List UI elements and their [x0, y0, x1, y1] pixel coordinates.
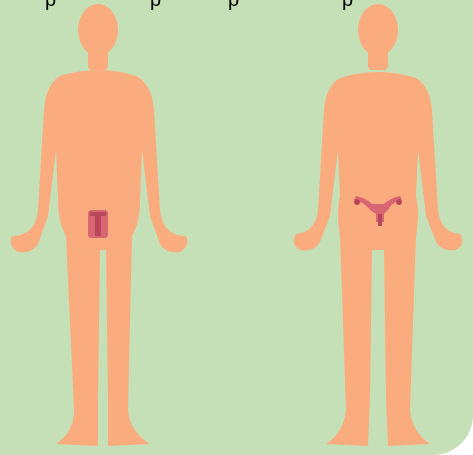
cut-off-text: p [150, 0, 161, 10]
cut-off-text: p [342, 0, 353, 10]
cut-off-text: p [228, 0, 239, 10]
cut-off-text: p [45, 0, 56, 10]
male-reproductive-organ-icon [88, 210, 108, 238]
